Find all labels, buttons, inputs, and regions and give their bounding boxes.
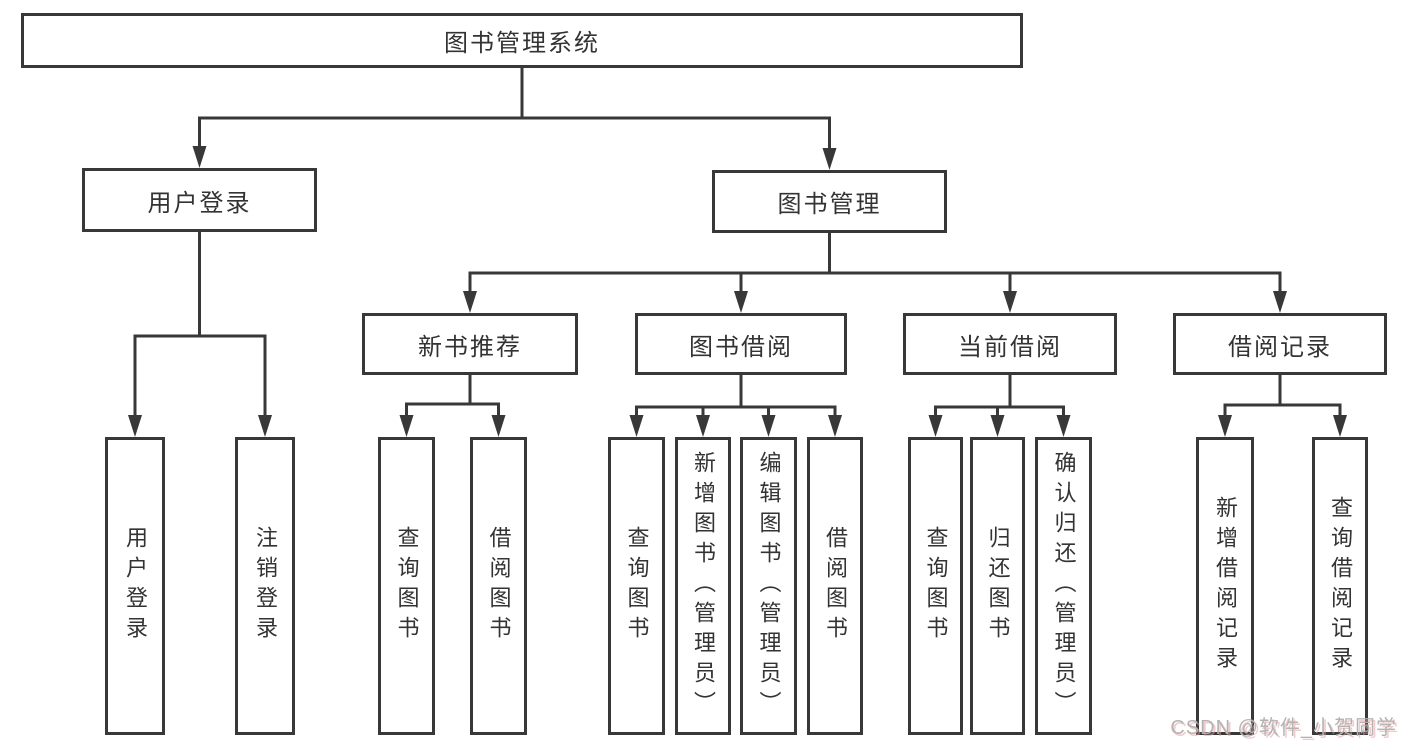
node-new-book: 新书推荐 [362, 313, 578, 375]
node-label: 用户登录 [147, 189, 252, 217]
arrowhead-icon [1333, 415, 1347, 437]
arrowhead-icon [399, 415, 414, 437]
arrowhead-icon [1273, 291, 1287, 313]
arrowhead-icon [1056, 415, 1071, 437]
node-leaf-cb-return: 归还图书 [970, 437, 1025, 735]
node-label: 借阅图书 [823, 526, 848, 646]
arrowhead-icon [928, 415, 943, 437]
arrowhead-icon [192, 146, 207, 168]
node-label: 借阅记录 [1228, 333, 1332, 361]
arrowhead-icon [1003, 291, 1017, 313]
node-user-login: 用户登录 [82, 168, 317, 232]
watermark: CSDN @软件_小贺同学 [1170, 717, 1397, 739]
node-leaf-nb-query: 查询图书 [378, 437, 435, 735]
node-book-mgmt: 图书管理 [712, 170, 947, 233]
arrowhead-icon [629, 415, 644, 437]
node-borrow-record: 借阅记录 [1173, 313, 1387, 375]
node-leaf-bb-add: 新增图书（管理员） [675, 437, 731, 735]
node-label: 新书推荐 [418, 333, 522, 361]
node-label: 查询图书 [394, 526, 420, 646]
arrowhead-icon [734, 291, 748, 313]
node-leaf-nb-borrow: 借阅图书 [470, 437, 527, 735]
arrowhead-icon [491, 415, 506, 437]
arrowhead-icon [990, 415, 1005, 437]
node-label: 新增借阅记录 [1213, 496, 1238, 676]
arrowhead-icon [128, 415, 142, 437]
arrowhead-icon [828, 415, 842, 437]
node-label: 查询借阅记录 [1328, 496, 1353, 676]
node-label: 查询图书 [923, 526, 949, 646]
node-label: 注销登录 [253, 526, 278, 646]
node-leaf-bb-edit: 编辑图书（管理员） [740, 437, 797, 735]
arrowhead-icon [822, 148, 837, 170]
node-leaf-user-login: 用户登录 [105, 437, 165, 735]
node-leaf-bb-query: 查询图书 [608, 437, 665, 735]
node-root: 图书管理系统 [21, 13, 1023, 68]
node-label: 图书借阅 [689, 333, 793, 361]
node-label: 编辑图书（管理员） [756, 451, 782, 721]
arrowhead-icon [258, 415, 272, 437]
node-label: 借阅图书 [486, 526, 512, 646]
node-label: 查询图书 [624, 526, 650, 646]
node-book-borrow: 图书借阅 [635, 313, 847, 375]
node-label: 归还图书 [985, 526, 1011, 646]
node-leaf-cb-query: 查询图书 [908, 437, 963, 735]
arrowhead-icon [463, 291, 477, 313]
node-leaf-logout: 注销登录 [235, 437, 295, 735]
arrowhead-icon [696, 415, 710, 437]
node-label: 图书管理 [777, 191, 882, 218]
node-current-borrow: 当前借阅 [903, 313, 1117, 375]
node-leaf-br-query: 查询借阅记录 [1312, 437, 1368, 735]
node-label: 图书管理系统 [444, 30, 600, 57]
node-label: 确认归还（管理员） [1051, 451, 1077, 721]
node-label: 用户登录 [123, 526, 148, 646]
node-label: 当前借阅 [958, 333, 1062, 361]
arrowhead-icon [761, 415, 776, 437]
node-leaf-bb-borrow: 借阅图书 [807, 437, 863, 735]
node-label: 新增图书（管理员） [691, 451, 716, 721]
node-leaf-cb-confirm: 确认归还（管理员） [1035, 437, 1092, 735]
node-leaf-br-add: 新增借阅记录 [1196, 437, 1254, 735]
arrowhead-icon [1218, 415, 1232, 437]
